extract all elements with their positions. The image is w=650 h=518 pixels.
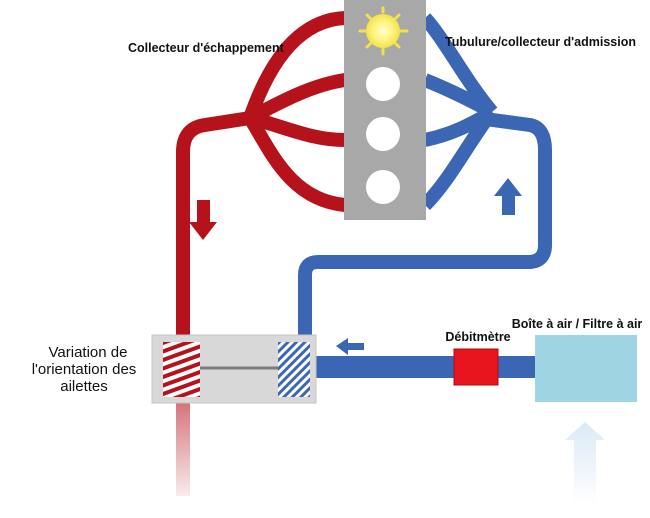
intake-flow-arrow-left bbox=[336, 338, 364, 355]
air-box bbox=[535, 335, 637, 402]
turbine-wheel bbox=[163, 342, 200, 397]
exhaust-outlet-pipe bbox=[176, 400, 190, 496]
cylinder bbox=[366, 67, 400, 101]
exhaust-flow-arrow bbox=[189, 200, 217, 240]
cylinder bbox=[366, 117, 400, 151]
cylinder bbox=[366, 170, 400, 204]
air-label: Air bbox=[600, 454, 625, 474]
compressor-wheel bbox=[278, 342, 310, 397]
intake-pipe bbox=[298, 13, 552, 378]
exhaust-pipe bbox=[176, 11, 347, 345]
flowmeter-label: Débitmètre bbox=[445, 330, 510, 344]
turbocharger bbox=[151, 334, 317, 404]
exhaust-manifold-label: Collecteur d'échappement bbox=[128, 41, 285, 55]
flowmeter bbox=[453, 348, 499, 386]
engine-block bbox=[344, 0, 426, 220]
vane-variation-label-line-1: Variation de bbox=[49, 344, 128, 361]
vane-variation-label-line-3: ailettes bbox=[60, 378, 108, 395]
vane-variation-label-line-2: l'orientation des bbox=[32, 361, 137, 378]
air-box-label: Boîte à air / Filtre à air bbox=[512, 317, 643, 331]
intake-flow-arrow-up bbox=[494, 178, 522, 215]
intake-manifold-label: Tubulure/collecteur d'admission bbox=[445, 35, 636, 49]
air-arrow-icon bbox=[565, 422, 605, 505]
spark-icon bbox=[358, 6, 409, 56]
